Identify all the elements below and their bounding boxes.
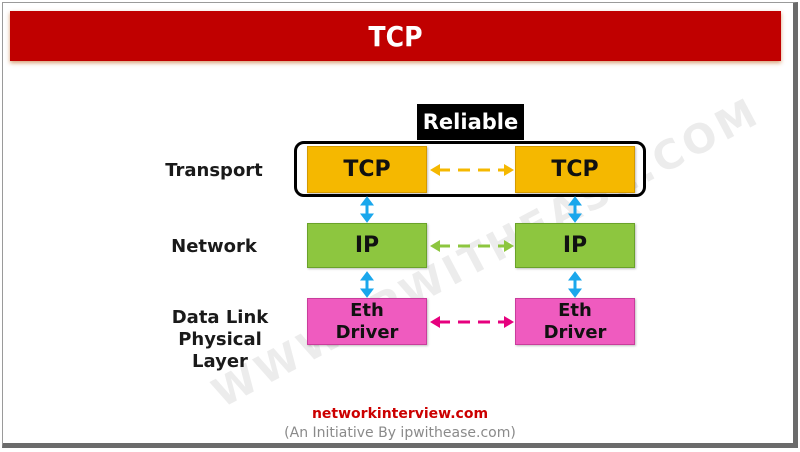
layer-label-datalink-line2: Physical Layer: [178, 329, 262, 372]
layer-label-datalink-line1: Data Link: [171, 307, 269, 328]
layer-label-network: Network: [171, 236, 257, 257]
eth-right-line1: Eth: [558, 299, 592, 321]
eth-left-line1: Eth: [350, 299, 384, 321]
reliable-boundary: [294, 141, 646, 197]
tcp-block-left: TCP: [307, 146, 427, 193]
title-bar: TCP: [10, 11, 781, 61]
layer-label-datalink: Data Link Physical Layer: [150, 307, 290, 373]
reliable-tag: Reliable: [417, 104, 524, 140]
slide-title: TCP: [368, 19, 423, 53]
eth-left-line2: Driver: [335, 321, 399, 343]
ip-block-right: IP: [515, 223, 635, 268]
ip-block-left: IP: [307, 223, 427, 268]
footer-tagline: (An Initiative By ipwithease.com): [284, 425, 516, 441]
tcp-block-right: TCP: [515, 146, 635, 193]
layer-label-transport: Transport: [165, 160, 263, 181]
eth-right-line2: Driver: [543, 321, 607, 343]
footer-site: networkinterview.com: [311, 406, 489, 422]
